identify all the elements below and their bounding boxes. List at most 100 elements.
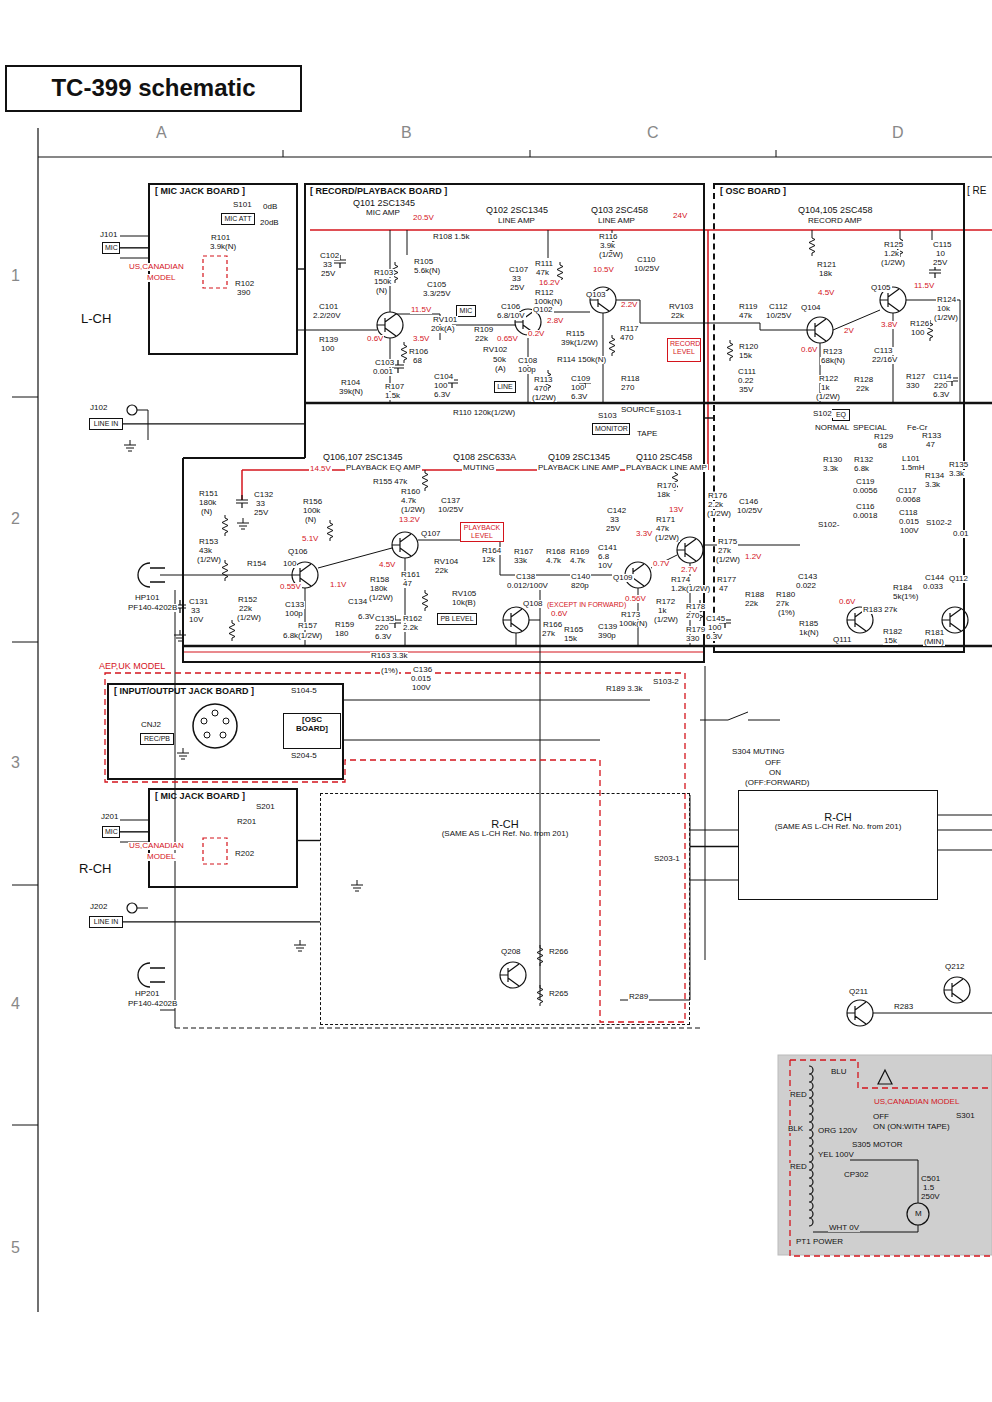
- component-label: S305 MOTOR: [851, 1141, 904, 1149]
- box-label: PB LEVEL: [440, 615, 474, 623]
- component-label: 1.2V: [744, 553, 762, 561]
- supply-rail: [707, 230, 709, 470]
- component-label: 10k: [936, 305, 951, 313]
- component-label: 25V: [253, 509, 269, 517]
- component-label: 3.5V: [412, 335, 430, 343]
- component-label: R171: [655, 516, 676, 524]
- component-label: 47k: [535, 269, 550, 277]
- component-label: R134: [924, 472, 945, 480]
- component-label: 470: [533, 385, 548, 393]
- component-label: R135: [948, 461, 969, 469]
- grid-label: A: [155, 125, 168, 141]
- component-label: R166: [542, 621, 563, 629]
- component-label: R162: [402, 615, 423, 623]
- box-label: LINE IN: [92, 420, 120, 428]
- component-label: C141: [597, 544, 618, 552]
- board-heading: R-CH: [321, 818, 689, 830]
- wire: [776, 150, 777, 157]
- component-label: LINE AMP: [597, 217, 636, 225]
- component-label: R156: [302, 498, 323, 506]
- component-label: C109: [570, 375, 591, 383]
- component-label: 47: [925, 441, 936, 449]
- component-label: 0.6V: [838, 598, 856, 606]
- component-label: R157: [297, 622, 318, 630]
- grid-label: 3: [10, 755, 21, 771]
- component-label: C113: [873, 347, 894, 355]
- wire: [932, 230, 933, 240]
- wire-connector: [120, 831, 148, 832]
- component-label: S301: [955, 1112, 976, 1120]
- component-label: 0dB: [262, 203, 278, 211]
- component-label: 22k: [238, 605, 253, 613]
- wire: [760, 323, 761, 330]
- wire-connector: [298, 840, 320, 841]
- component-label: 0.0068: [895, 496, 921, 504]
- component-label: 33: [190, 607, 201, 615]
- component-label: 33: [511, 275, 522, 283]
- component-label: 47: [402, 580, 413, 588]
- component-label: R179: [685, 626, 706, 634]
- component-label: Q109: [612, 574, 634, 582]
- board-outline: [ INPUT/OUTPUT JACK BOARD ][OSC BOARD]RE…: [107, 683, 344, 780]
- component-label: R129: [873, 433, 894, 441]
- component-label: (MIN): [923, 638, 945, 646]
- component-label: CNJ2: [140, 721, 162, 729]
- component-label: 20dB: [259, 219, 280, 227]
- component-label: 33: [255, 500, 266, 508]
- resistor-symbol: [609, 335, 615, 356]
- component-label: 10.5V: [592, 266, 615, 274]
- transistor-symbol: [503, 607, 529, 633]
- component-label: R103: [373, 269, 394, 277]
- resistor-symbol: [229, 620, 235, 641]
- component-label: PLAYBACK EQ AMP: [345, 464, 422, 472]
- component-label: R163 3.3k: [370, 652, 408, 660]
- component-label: PLAYBACK LINE AMP: [537, 464, 620, 472]
- wire: [12, 397, 38, 398]
- component-label: 6.3V: [570, 393, 588, 401]
- component-label: R107: [384, 383, 405, 391]
- component-label: RV105: [451, 590, 477, 598]
- wire: [938, 815, 992, 816]
- component-label: S304 MUTING: [731, 748, 785, 756]
- component-label: R161: [400, 571, 421, 579]
- ground-symbol: [237, 518, 249, 529]
- component-label: C145: [705, 615, 726, 623]
- component-label: R178: [685, 603, 706, 611]
- label-box: EQ: [832, 409, 850, 421]
- component-label: 100k(N): [618, 620, 648, 628]
- component-label: 270: [620, 384, 635, 392]
- component-label: 0.6V: [800, 346, 818, 354]
- board-heading: R-CH: [739, 811, 937, 823]
- component-label: 6.8k(1/2W): [282, 632, 323, 640]
- component-label: 6.3V: [357, 613, 375, 621]
- component-label: Q108: [522, 600, 544, 608]
- resistor-symbol: [537, 945, 543, 966]
- component-label: (1/2W): [653, 616, 679, 624]
- component-label: 390p: [597, 632, 617, 640]
- component-label: L101: [901, 455, 921, 463]
- component-label: 0.022: [795, 582, 817, 590]
- component-label: 220: [374, 624, 389, 632]
- component-label: S203-1: [653, 855, 681, 863]
- component-label: 100: [433, 382, 448, 390]
- wire: [137, 908, 148, 909]
- component-label: R152: [237, 596, 258, 604]
- component-label: 27k: [717, 547, 732, 555]
- component-label: J102: [89, 404, 108, 412]
- component-label: S103-2: [652, 678, 680, 686]
- component-label: (1/2W): [815, 393, 841, 401]
- component-label: R167: [513, 548, 534, 556]
- component-label: R119: [738, 303, 759, 311]
- component-label: 68: [877, 442, 888, 450]
- component-label: YEL 100V: [817, 1151, 855, 1159]
- jack-symbol: [127, 903, 137, 913]
- component-label: R108 1.5k: [432, 233, 470, 241]
- wire-connector: [123, 921, 320, 922]
- wire: [640, 323, 760, 324]
- label-box: LINE IN: [89, 418, 123, 430]
- wire: [137, 410, 148, 411]
- component-label: RED: [789, 1091, 808, 1099]
- box-label: [OSC BOARD]: [286, 716, 338, 734]
- component-label: 470: [619, 334, 634, 342]
- component-label: 10/25V: [765, 312, 792, 320]
